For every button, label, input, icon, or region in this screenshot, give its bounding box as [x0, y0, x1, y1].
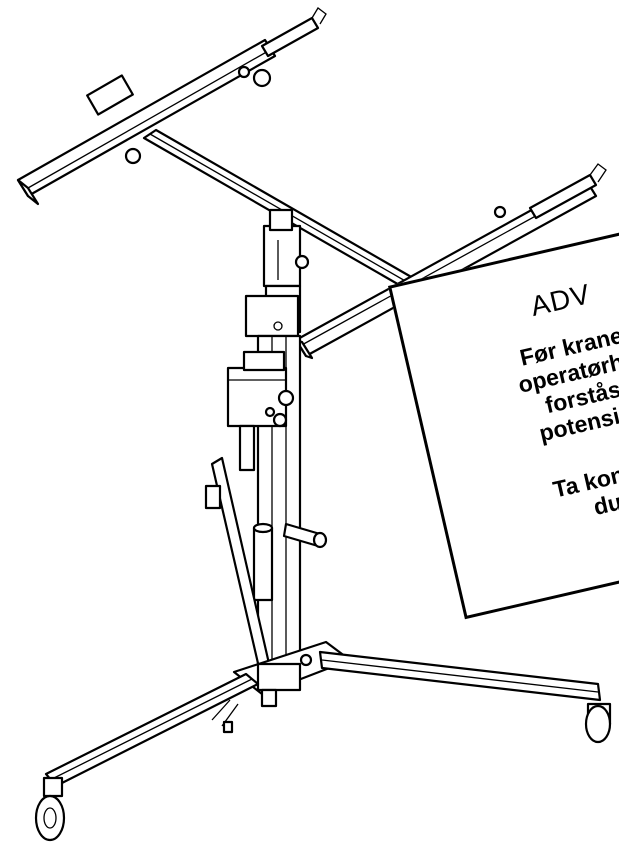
caster-wheel-icon [34, 688, 278, 842]
winch [226, 350, 328, 549]
lift-head [262, 208, 310, 288]
lift-cylinder [252, 522, 274, 602]
front-left-leg [44, 672, 260, 788]
upper-left-arm [16, 7, 327, 206]
right-leg [318, 650, 612, 744]
